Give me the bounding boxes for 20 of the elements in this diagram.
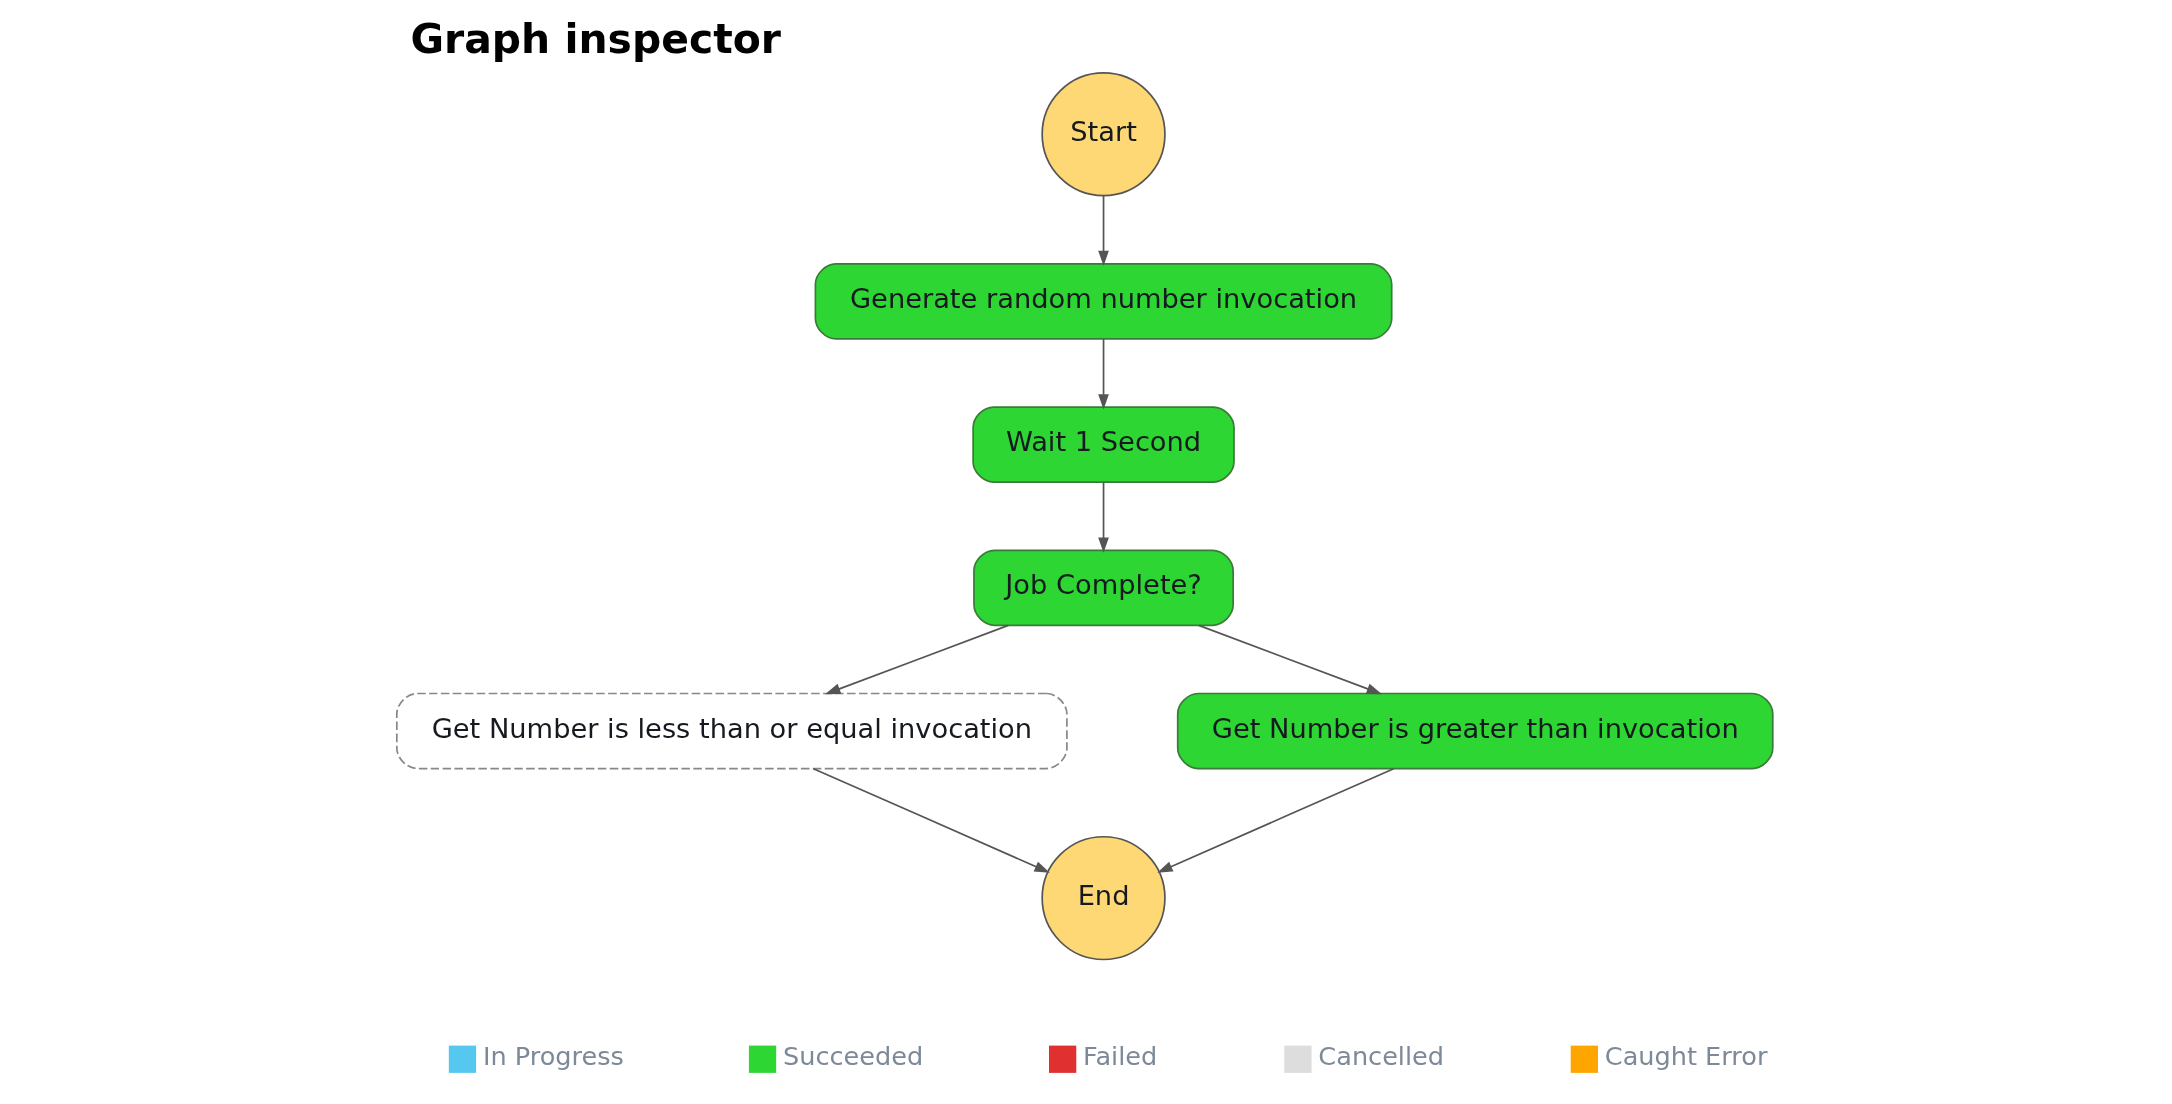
legend-label: In Progress (482, 1041, 624, 1072)
arrow (812, 767, 1050, 873)
arrow (1097, 481, 1109, 553)
arrow (1197, 624, 1382, 695)
node-circle: End (1040, 835, 1166, 961)
node-box: Get Number is less than or equal invocation (395, 692, 1068, 770)
arrow (1097, 338, 1109, 410)
node-box: Wait 1 Second (971, 406, 1235, 483)
legend-label: Succeeded (782, 1041, 923, 1072)
arrow (1097, 195, 1109, 267)
legend-label: Failed (1082, 1041, 1157, 1072)
node-box: Job Complete? (972, 549, 1234, 627)
node-box: Get Number is greater than invocation (1176, 692, 1774, 770)
arrow (1156, 767, 1395, 873)
legend-label: Cancelled (1317, 1041, 1444, 1072)
node-circle: Start (1040, 72, 1166, 197)
diagram-title: Graph inspector (409, 14, 781, 63)
node-box: Generate random number invocation (814, 263, 1393, 340)
arrow (824, 624, 1009, 695)
legend-label: Caught Error (1604, 1041, 1767, 1072)
